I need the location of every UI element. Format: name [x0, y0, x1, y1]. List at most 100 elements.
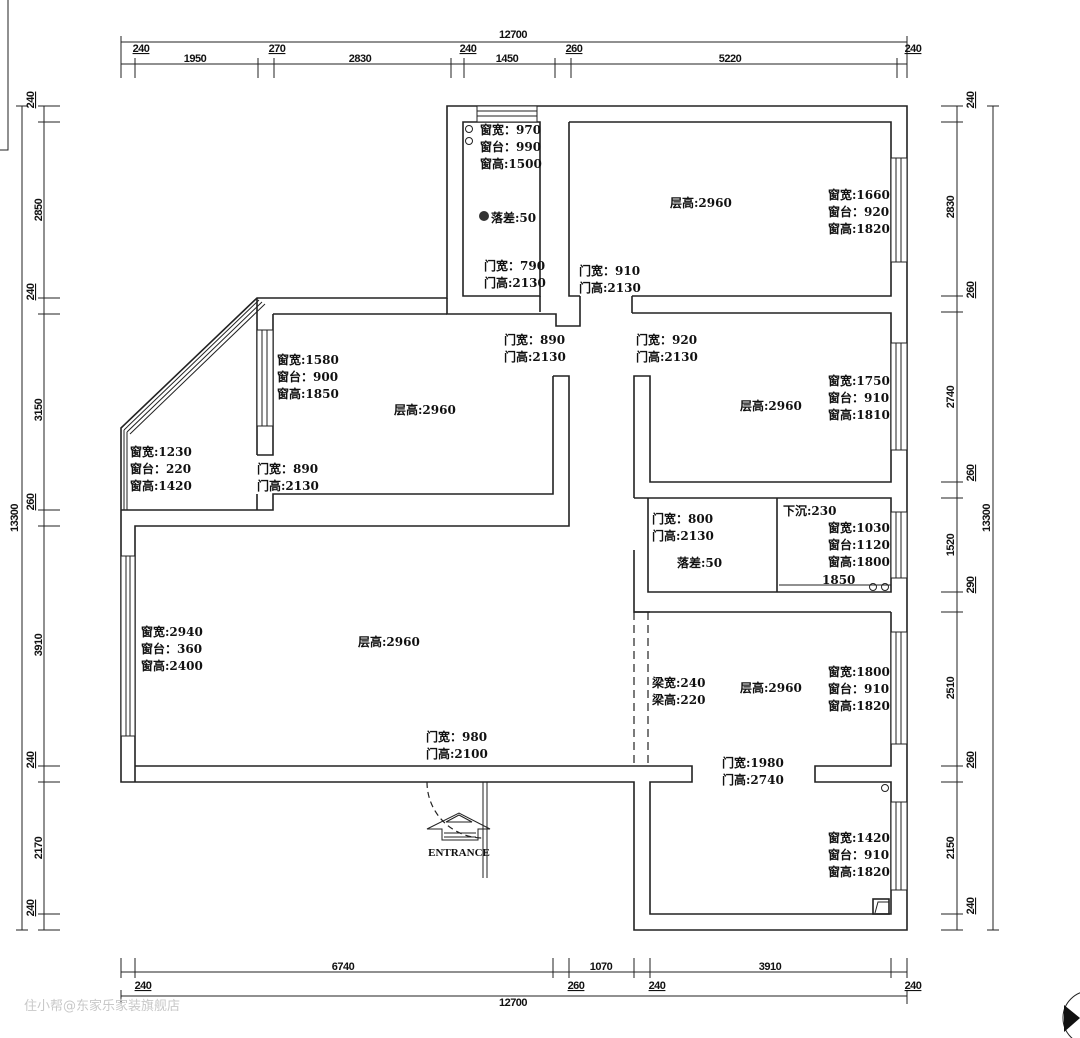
dim-segment: 260: [965, 751, 977, 768]
dim-segment: 260: [25, 493, 37, 510]
door-height: 门高:2130: [579, 280, 641, 295]
window-height: 窗高:1850: [277, 386, 339, 401]
door-height: 门高:2100: [426, 746, 488, 761]
bedroom2-wall: [631, 296, 892, 498]
dim-segment: 2510: [945, 676, 957, 699]
ceiling-height: 层高:2960: [740, 680, 802, 695]
window-width: 窗宽:2940: [141, 624, 203, 639]
door-width: 门宽:1980: [722, 755, 784, 770]
door-width: 门宽：920: [636, 332, 697, 347]
drain-icon: [465, 125, 473, 133]
window-sill: 窗台：360: [141, 641, 202, 656]
window-sill: 窗台：990: [480, 139, 541, 154]
drain-icon: [869, 583, 877, 591]
door-height: 门高:2130: [636, 349, 698, 364]
window-width: 窗宽:1800: [828, 664, 890, 679]
middle-room-wall: [121, 298, 570, 782]
entrance-door: ENTRANCE: [426, 781, 491, 878]
window-height: 窗高:1820: [828, 864, 890, 879]
dim-segment: 240: [905, 43, 922, 55]
door-height: 门高:2740: [722, 772, 784, 787]
door-height: 门高:2130: [257, 478, 319, 493]
door-width: 门宽：980: [426, 729, 487, 744]
dim-segment: 3910: [759, 961, 782, 973]
dim-total: 13300: [981, 504, 993, 532]
window-height: 窗高:1820: [828, 698, 890, 713]
ceiling-height: 层高:2960: [358, 634, 420, 649]
ceiling-height: 层高:2960: [740, 398, 802, 413]
window-sill: 窗台：900: [277, 369, 338, 384]
dim-segment: 270: [269, 43, 286, 55]
door-width: 门宽：790: [484, 258, 545, 273]
door-height: 门高:2130: [652, 528, 714, 543]
corridor-stubs: [446, 121, 892, 327]
dim-segment: 2150: [945, 836, 957, 859]
window-bedroom2: [890, 342, 908, 451]
floor-drop: 落差:50: [677, 555, 722, 570]
beam-line: [633, 612, 649, 766]
window-bedroom4: [890, 801, 908, 891]
dim-total: 12700: [499, 29, 527, 41]
dim-segment: 260: [568, 980, 585, 992]
dim-segment: 1950: [184, 53, 207, 65]
window-middle: [256, 329, 274, 427]
window-width: 窗宽:1580: [277, 352, 339, 367]
window-height: 窗高:1800: [828, 554, 890, 569]
beam-height: 梁高:220: [651, 692, 705, 707]
dim-segment: 1450: [496, 53, 519, 65]
dim-segment: 3150: [33, 398, 45, 421]
dim-segment: 260: [965, 464, 977, 481]
door-height: 门高:2130: [484, 275, 546, 290]
window-width: 窗宽:1750: [828, 373, 890, 388]
dim-segment: 2830: [349, 53, 372, 65]
window-width: 窗宽：970: [480, 122, 541, 137]
floor-sink: 下沉:230: [783, 503, 836, 518]
dim-segment: 240: [649, 980, 666, 992]
window-width: 窗宽:1420: [828, 830, 890, 845]
outer-wall: [120, 105, 908, 931]
dim-segment: 240: [135, 980, 152, 992]
door-width: 门宽：910: [579, 263, 640, 278]
window-height: 窗高:2400: [141, 658, 203, 673]
dim-segment: 2830: [945, 195, 957, 218]
balcony-glazing: [120, 299, 266, 510]
bedroom3-wall: [135, 611, 892, 915]
length-value: 1850: [822, 573, 855, 587]
pipe-icon: [881, 784, 889, 792]
laundry-wall: [633, 497, 892, 613]
ceiling-height: 层高:2960: [394, 402, 456, 417]
window-sill: 窗台：910: [828, 390, 889, 405]
room-labels: 窗宽：970 窗台：990 窗高:1500 落差:50 门宽：790 门高:21…: [130, 122, 890, 879]
window-bedroom3: [890, 631, 908, 745]
compass-icon: [1062, 992, 1080, 1038]
window-sill: 窗台：910: [828, 847, 889, 862]
dim-segment: 260: [566, 43, 583, 55]
frame-edge: [0, 0, 9, 151]
dim-total: 13300: [9, 504, 21, 532]
drain-icon: [465, 137, 473, 145]
windows: [120, 105, 908, 891]
dim-segment: 240: [25, 751, 37, 768]
window-bedroom1: [890, 157, 908, 263]
dimension-right: 240 2830 260 2740 260 1520 290 2510 260 …: [941, 91, 999, 931]
window-width: 窗宽:1030: [828, 520, 890, 535]
ceiling-height: 层高:2960: [670, 195, 732, 210]
dim-segment: 240: [460, 43, 477, 55]
dim-segment: 2740: [945, 385, 957, 408]
dim-segment: 1520: [945, 533, 957, 556]
window-sill: 窗台：910: [828, 681, 889, 696]
dim-segment: 1070: [590, 961, 613, 973]
dim-segment: 260: [965, 281, 977, 298]
dim-segment: 2170: [33, 836, 45, 859]
walls: [120, 105, 908, 931]
dim-segment: 6740: [332, 961, 355, 973]
entrance-label: ENTRANCE: [428, 847, 490, 859]
door-width: 门宽：890: [257, 461, 318, 476]
window-height: 窗高:1810: [828, 407, 890, 422]
dim-segment: 240: [25, 283, 37, 300]
dim-segment: 2850: [33, 198, 45, 221]
dim-segment: 3910: [33, 633, 45, 656]
window-width: 窗宽:1660: [828, 187, 890, 202]
watermark: 住小帮@东家乐家装旗舰店: [24, 998, 180, 1014]
window-height: 窗高:1420: [130, 478, 192, 493]
